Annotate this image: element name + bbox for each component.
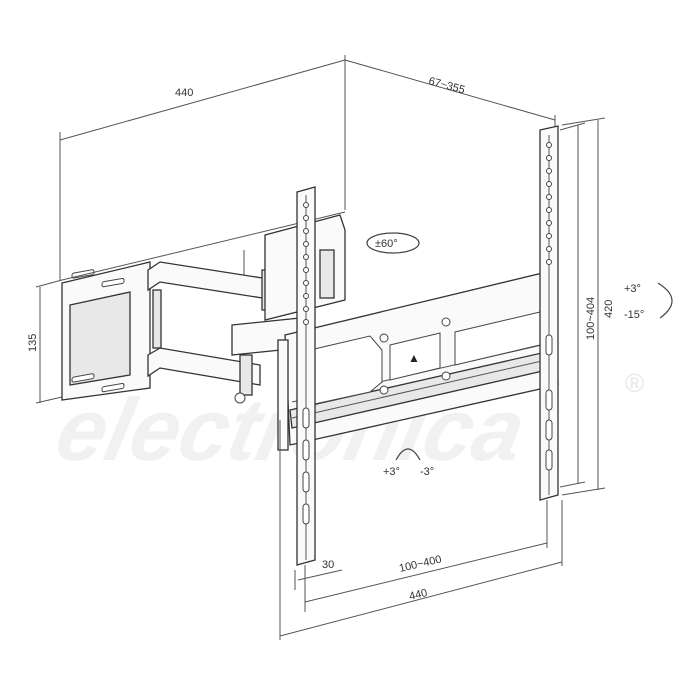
label-tilt-up: +3° — [624, 283, 641, 295]
label-vesa-horizontal: 100~400 — [398, 554, 443, 575]
label-vesa-vertical: 100~404 — [585, 297, 597, 340]
label-roll-minus: -3° — [420, 466, 434, 478]
dimension-extension: 67~355 — [344, 59, 556, 135]
center-arrow-icon: ▲ — [408, 351, 420, 365]
vertical-bracket-left — [277, 186, 316, 566]
label-tilt-down: -15° — [624, 309, 644, 321]
horizontal-rail: ▲ — [284, 269, 559, 446]
vertical-bracket-right — [539, 125, 559, 501]
dimension-top-width: 440 — [59, 55, 346, 280]
label-roll-plus: +3° — [383, 466, 400, 478]
registered-mark: ® — [625, 368, 644, 398]
label-swivel: ±60° — [375, 238, 398, 250]
dimension-left-height: 135 — [27, 279, 63, 404]
label-arm-width: 30 — [322, 559, 334, 571]
swivel-indicator: ±60° — [366, 232, 420, 254]
label-left-135: 135 — [27, 334, 39, 352]
label-bracket-height: 420 — [603, 300, 615, 318]
label-bottom-440: 440 — [408, 587, 429, 603]
label-extension: 67~355 — [427, 75, 466, 96]
label-top-440: 440 — [175, 87, 193, 99]
dimension-right-heights: 100~404 420 — [559, 117, 615, 496]
tilt-indicator: +3° -15° — [624, 282, 673, 321]
roll-indicator: +3° -3° — [383, 448, 434, 478]
